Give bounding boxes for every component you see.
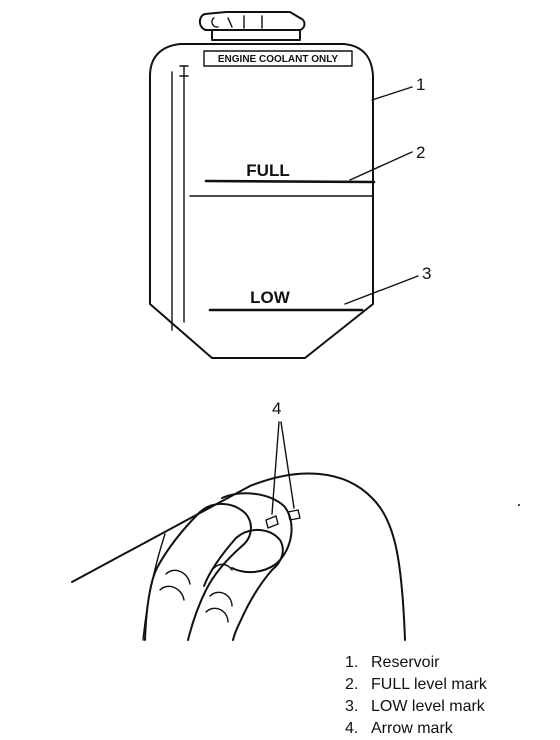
legend-item-reservoir: 1.Reservoir xyxy=(345,654,440,671)
housing-edge xyxy=(71,472,406,641)
low-level-mark: LOW xyxy=(208,288,364,312)
callout-1-number: 1 xyxy=(416,75,425,94)
reservoir-cap xyxy=(198,11,306,41)
speck xyxy=(518,504,520,506)
outlet-detail xyxy=(71,472,406,641)
hose-lower xyxy=(203,529,284,641)
legend-item-low-level-mark: 3.LOW level mark xyxy=(345,698,485,715)
legend-item-arrow-mark: 4.Arrow mark xyxy=(345,720,453,737)
callout-3: 3 xyxy=(344,264,431,305)
callout-2: 2 xyxy=(349,143,425,181)
full-level-mark: FULL xyxy=(189,161,376,197)
full-mark-label: FULL xyxy=(246,161,289,180)
parts-legend: 1.Reservoir 2.FULL level mark 3.LOW leve… xyxy=(345,652,487,740)
reservoir-outline xyxy=(149,43,374,359)
callout-1: 1 xyxy=(371,75,425,101)
badge-text: ENGINE COOLANT ONLY xyxy=(218,54,339,65)
callout-4-number: 4 xyxy=(272,399,281,418)
engine-coolant-only-badge: ENGINE COOLANT ONLY xyxy=(203,50,353,67)
outlet-boss xyxy=(221,492,293,574)
reservoir-tank: ENGINE COOLANT ONLY FULL LOW xyxy=(149,11,376,359)
callout-4: 4 xyxy=(271,399,295,515)
low-mark-label: LOW xyxy=(250,288,291,307)
legend-item-full-level-mark: 2.FULL level mark xyxy=(345,676,487,693)
callout-3-number: 3 xyxy=(422,264,431,283)
arrow-marks xyxy=(265,509,301,529)
hose-upper xyxy=(144,503,252,641)
callout-2-number: 2 xyxy=(416,143,425,162)
